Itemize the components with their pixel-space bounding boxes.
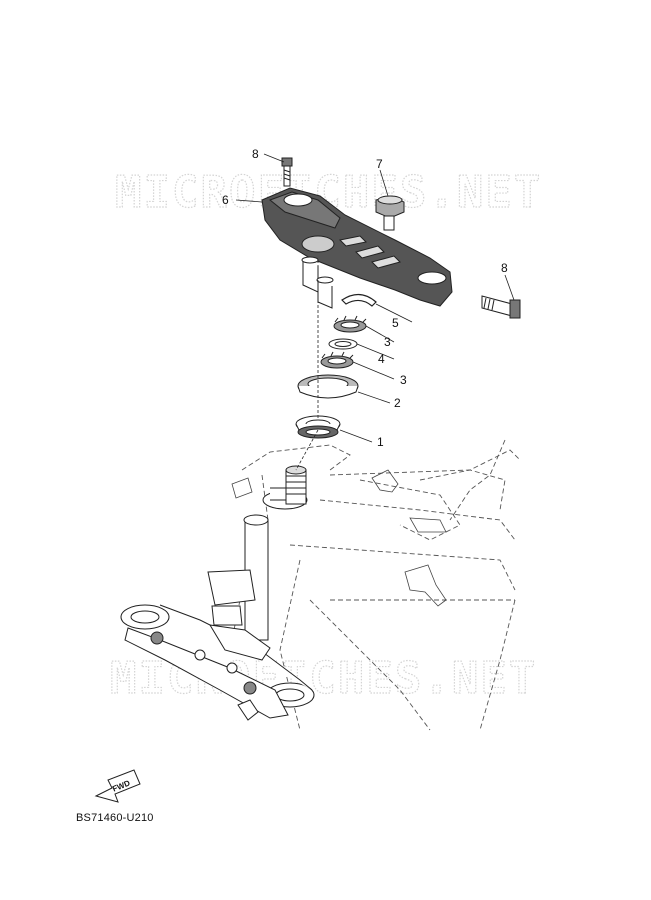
lock-washer (328, 338, 358, 350)
spring-clip (341, 293, 377, 307)
steering-stem-thread (285, 465, 307, 505)
callout-5: 5 (392, 316, 399, 330)
ring-nut-upper (333, 315, 367, 333)
callout-2: 2 (394, 396, 401, 410)
callout-8-right: 8 (501, 261, 508, 275)
callout-4: 4 (378, 352, 385, 366)
upper-bracket (261, 187, 453, 309)
callout-8-top: 8 (252, 147, 259, 161)
pinch-bolt-top (281, 157, 293, 187)
callout-3-upper: 3 (384, 335, 391, 349)
drawing-code: BS71460-U210 (76, 812, 154, 824)
fwd-arrow-icon: FWD (94, 769, 141, 803)
stem-nut-bolt (375, 195, 405, 231)
callout-1: 1 (377, 435, 384, 449)
callout-6: 6 (222, 193, 229, 207)
leader-lines (235, 153, 515, 471)
bearing-lower (295, 415, 341, 439)
pinch-bolt-right (481, 295, 521, 319)
ring-nut-lower (320, 351, 354, 369)
callout-3-lower: 3 (400, 373, 407, 387)
bearing-race-upper (297, 374, 359, 399)
callout-7: 7 (376, 157, 383, 171)
frame-brackets (231, 469, 447, 607)
